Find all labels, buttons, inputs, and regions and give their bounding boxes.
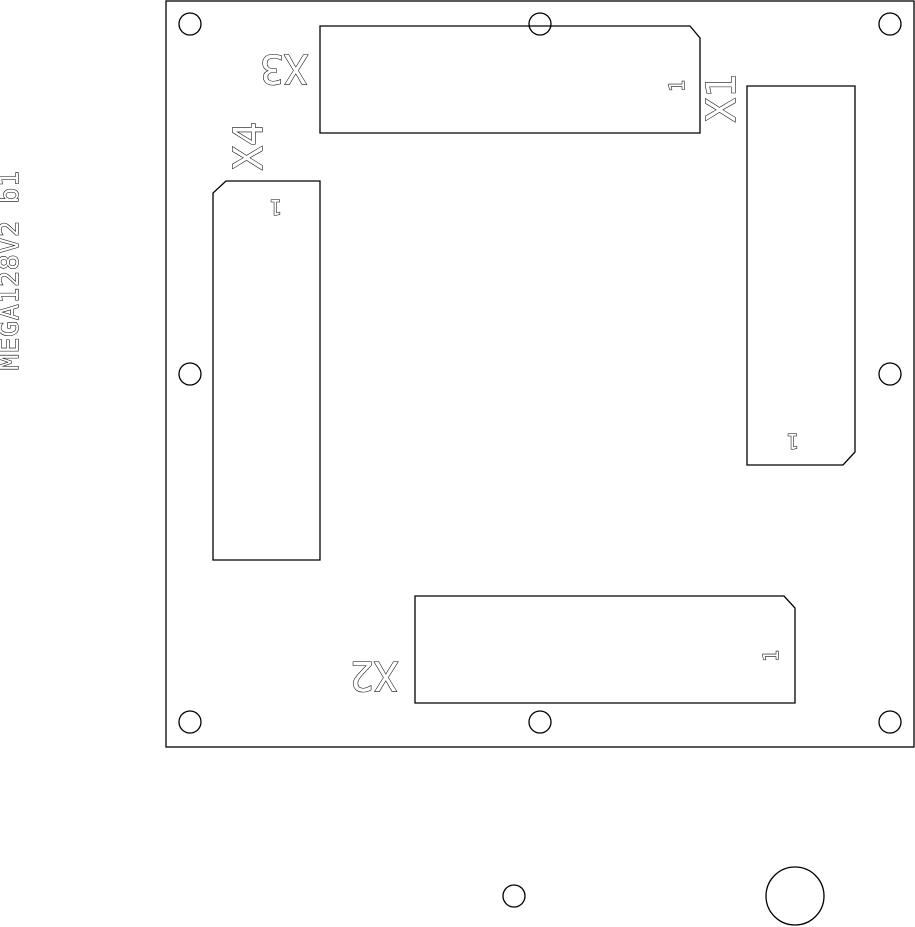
connector-x4-label: X4 xyxy=(226,122,272,170)
mounting-hole-middle-left xyxy=(179,363,201,385)
mounting-hole-bottom-right xyxy=(879,711,901,733)
mounting-hole-bottom-center xyxy=(529,711,551,733)
connector-x3-label: X3 xyxy=(260,45,308,91)
connector-x1-pin1-label: 1 xyxy=(787,429,799,453)
mounting-hole-middle-right xyxy=(879,363,901,385)
connector-x3: X3 1 xyxy=(260,26,700,133)
connector-x3-pin1-label: 1 xyxy=(665,80,689,92)
connector-x1: X1 1 xyxy=(699,74,855,465)
connector-x2-pin1-label: 1 xyxy=(759,650,783,662)
connector-x2-outline xyxy=(415,596,795,703)
offboard-hole-small xyxy=(503,885,525,907)
offboard-hole-large xyxy=(766,867,824,925)
connector-x4-pin1-label: 1 xyxy=(270,195,282,219)
mounting-hole-top-center xyxy=(529,13,551,35)
board-outline xyxy=(166,1,914,747)
connector-x4-outline xyxy=(213,181,320,560)
mounting-hole-top-right xyxy=(879,13,901,35)
mounting-hole-bottom-left xyxy=(179,711,201,733)
connector-x2: X2 1 xyxy=(350,596,795,703)
connector-x2-label: X2 xyxy=(350,652,398,698)
connector-x1-outline xyxy=(747,86,855,465)
board-title: MEGA128V2 b1 xyxy=(0,170,25,370)
connector-x1-label: X1 xyxy=(699,74,745,122)
connector-x4: X4 1 xyxy=(213,122,320,560)
connector-x3-outline xyxy=(320,26,700,133)
mounting-hole-top-left xyxy=(179,13,201,35)
